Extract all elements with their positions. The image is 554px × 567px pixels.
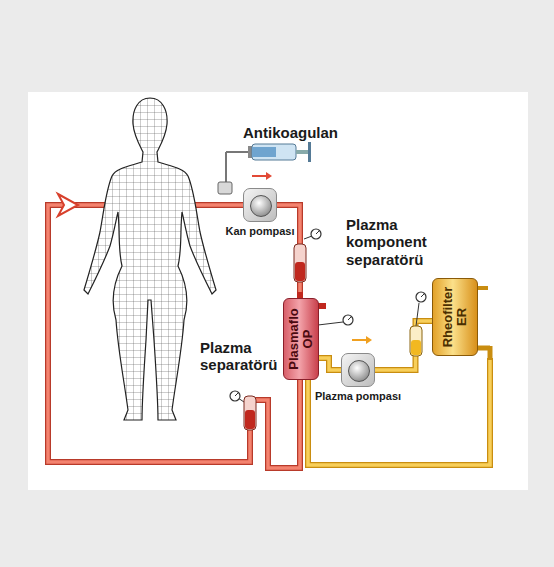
tube-line	[319, 358, 341, 370]
pump-box: Plazma pompası	[341, 353, 375, 387]
tube-connector	[319, 358, 341, 370]
tube-line	[375, 321, 432, 370]
filter-name: Plasmaflo OP	[287, 301, 316, 377]
pump-rotor	[250, 195, 272, 217]
tube-line	[375, 321, 432, 370]
filter-cylinder: Rheofilter ER	[432, 278, 478, 356]
tube-connector	[375, 321, 432, 370]
tube-line	[319, 358, 341, 370]
part-label: Plazma separatörü	[200, 339, 288, 374]
part-label: Antikoagulan	[243, 124, 363, 141]
pump-label: Plazma pompası	[315, 390, 401, 402]
pump-label: Kan pompası	[225, 225, 294, 237]
part-label: Plazma komponent separatörü	[346, 216, 461, 268]
filter-cylinder: Plasmaflo OP	[283, 298, 319, 380]
filter-name: Rheofilter ER	[441, 281, 470, 353]
pump-box: Kan pompası	[243, 188, 277, 222]
pump-rotor	[348, 360, 370, 382]
